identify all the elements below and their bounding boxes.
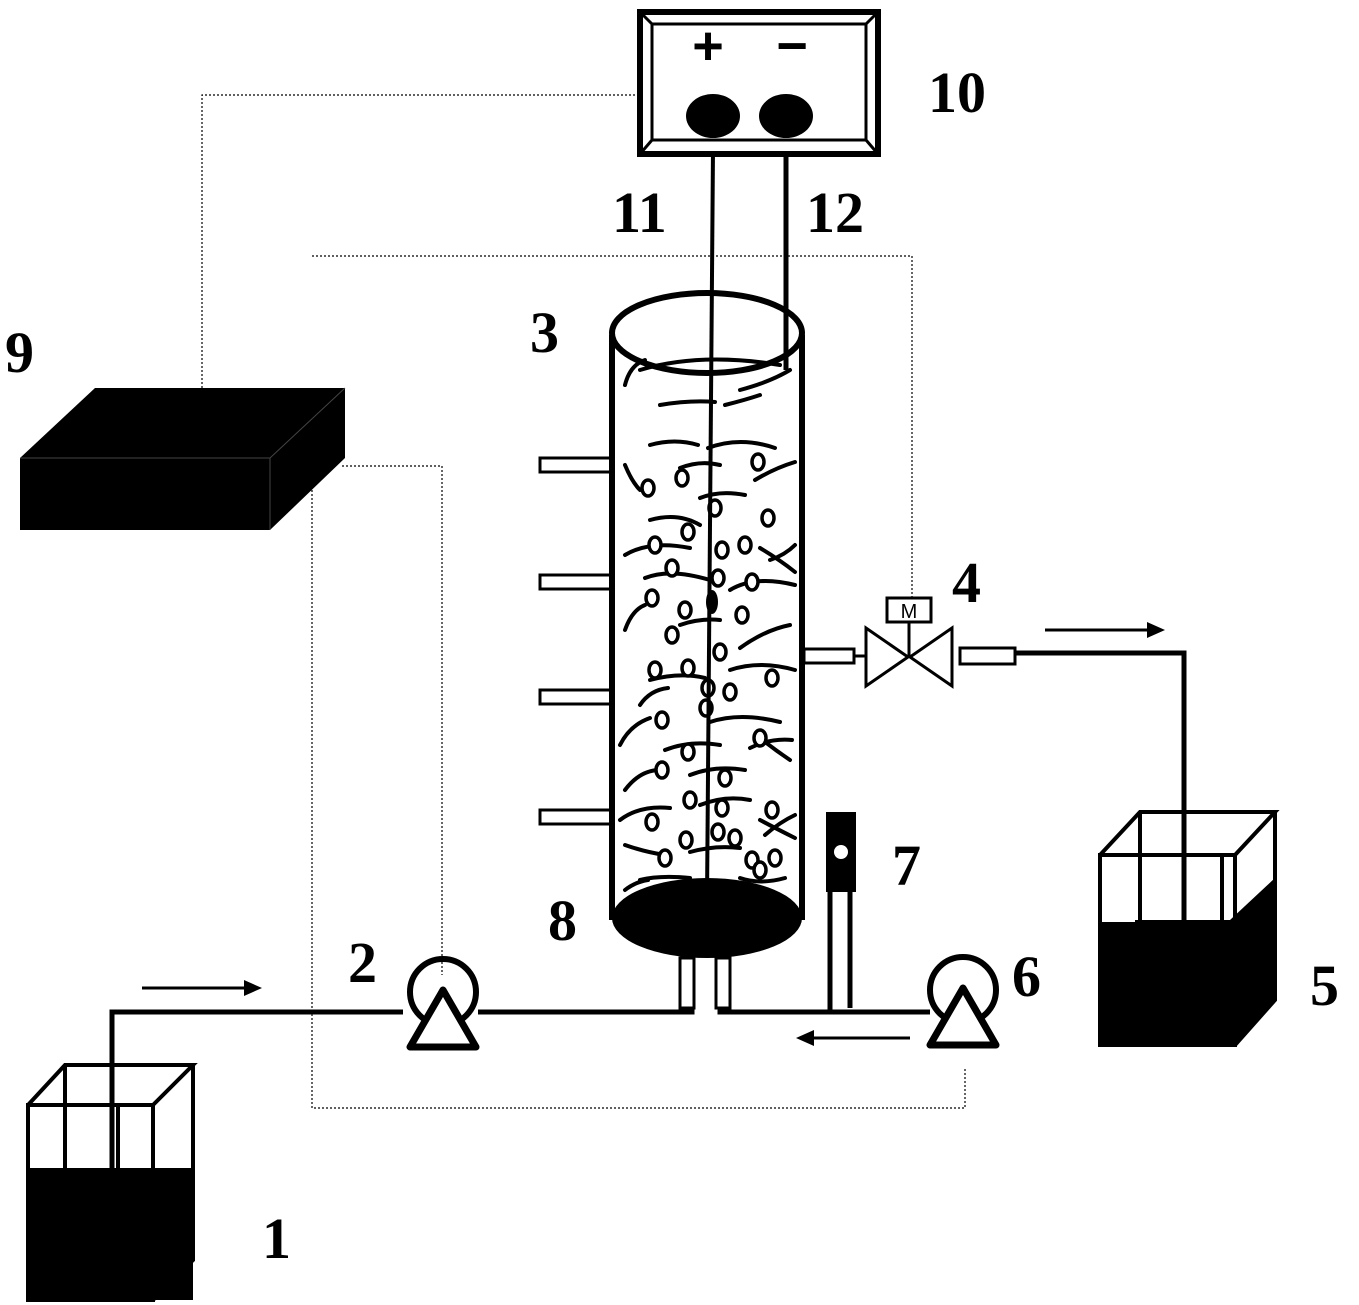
label-recirculation-pump: 6 — [1012, 944, 1041, 1009]
bottom-support-plate — [612, 878, 802, 958]
sampling-port-2 — [538, 573, 614, 591]
label-flowmeter: 7 — [892, 833, 921, 898]
label-power-supply: 10 — [928, 60, 986, 125]
influent-tank — [26, 1063, 198, 1302]
recirc-to-reactor-pipe — [717, 990, 930, 1015]
flow-arrow-effluent — [1045, 622, 1165, 638]
sampling-port-3 — [538, 688, 614, 706]
effluent-pipe — [1015, 650, 1187, 922]
dc-power-supply: + − — [637, 9, 881, 157]
biomass-beads — [640, 452, 783, 880]
influent-liquid — [28, 1168, 193, 1300]
reactor-inlet-b — [714, 956, 732, 1010]
label-controller: 9 — [5, 320, 34, 385]
electric-valve: M — [854, 596, 1017, 689]
label-reactor: 3 — [530, 300, 559, 365]
outlet-port — [802, 647, 856, 665]
wire-controller-to-pump2 — [342, 465, 443, 975]
wire-controller-to-power — [201, 94, 640, 388]
feed-to-reactor-pipe — [478, 990, 695, 1015]
plus-terminal-label: + — [692, 16, 724, 76]
label-valve: 4 — [952, 550, 981, 615]
sampling-port-1 — [538, 456, 614, 474]
recirculation-pump — [926, 954, 1000, 1049]
label-influent-tank: 1 — [262, 1206, 291, 1271]
sampling-port-4 — [538, 808, 614, 826]
valve-outlet-port — [958, 646, 1017, 666]
reactor-column — [538, 149, 856, 958]
controller-box — [20, 387, 346, 530]
reactor-inlet-a — [678, 956, 696, 1010]
label-feed-pump: 2 — [348, 930, 377, 995]
control-wiring — [201, 94, 966, 1109]
electrode-rod-anode — [705, 149, 715, 901]
feed-pump — [406, 956, 480, 1051]
anode-terminal — [686, 94, 740, 138]
label-anode: 11 — [612, 180, 667, 245]
flow-arrow-influent — [142, 980, 262, 996]
label-effluent-tank: 5 — [1310, 953, 1339, 1018]
cathode-terminal — [759, 94, 813, 138]
wire-control-loop — [311, 390, 966, 1109]
minus-terminal-label: − — [776, 16, 808, 76]
label-bottom-plate: 8 — [548, 888, 577, 953]
flow-arrow-recirc — [796, 1030, 910, 1046]
label-cathode: 12 — [806, 180, 864, 245]
influent-tank-edges — [63, 1065, 120, 1168]
effluent-tank — [1098, 810, 1280, 1047]
wire-to-valve — [312, 255, 913, 598]
valve-actuator-label: M — [901, 601, 918, 623]
flowmeter — [826, 812, 856, 1012]
influent-pipe — [109, 1009, 403, 1168]
